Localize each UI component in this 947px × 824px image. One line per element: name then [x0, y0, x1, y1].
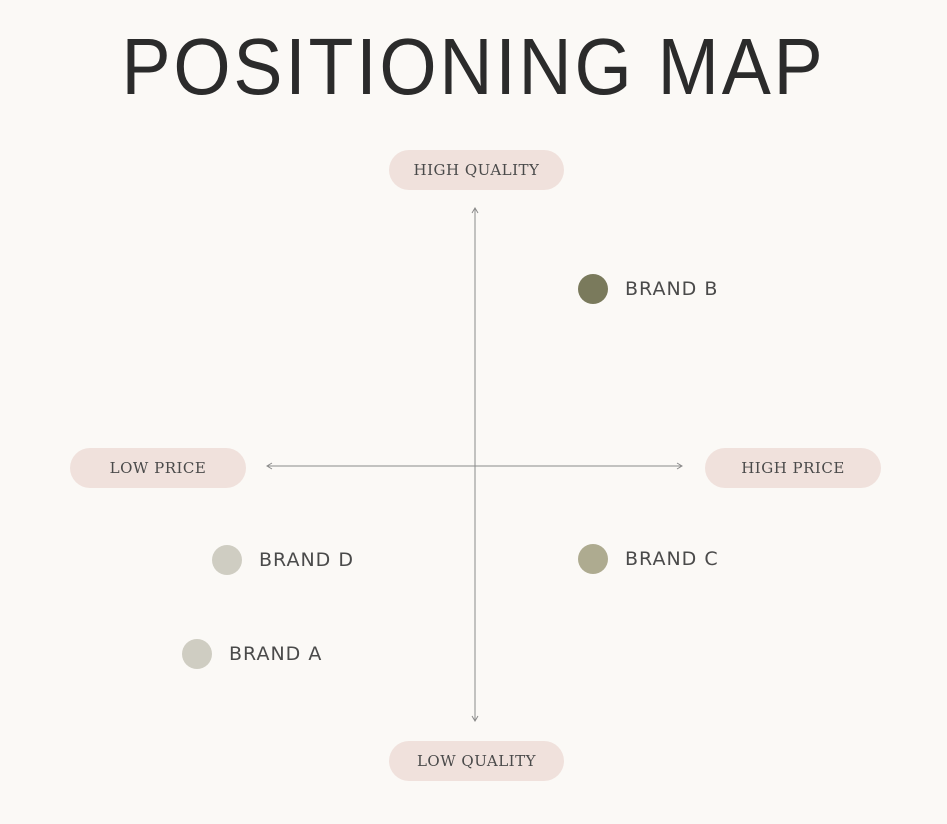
brand-a-label: BRAND A — [229, 643, 323, 665]
axis-label-high-price: HIGH PRICE — [705, 448, 881, 488]
arrow-left-icon — [266, 462, 273, 470]
axis-label-high-price-text: HIGH PRICE — [741, 459, 845, 477]
axis-label-low-price-text: LOW PRICE — [109, 459, 207, 477]
brand-b-label: BRAND B — [625, 278, 719, 300]
axis-label-low-quality: LOW QUALITY — [389, 741, 564, 781]
brand-a-dot — [182, 639, 212, 669]
brand-c-dot — [578, 544, 608, 574]
brand-d-label: BRAND D — [259, 549, 354, 571]
axis-label-low-price: LOW PRICE — [70, 448, 246, 488]
page-title: POSITIONING MAP — [121, 22, 826, 111]
brand-a: BRAND A — [182, 639, 322, 669]
brand-c-label: BRAND C — [625, 548, 719, 570]
brand-d-dot — [212, 545, 242, 575]
brand-d: BRAND D — [212, 545, 354, 575]
axis-label-high-quality: HIGH QUALITY — [389, 150, 564, 190]
arrow-down-icon — [471, 715, 479, 722]
brand-b-dot — [578, 274, 608, 304]
axis-label-high-quality-text: HIGH QUALITY — [413, 161, 540, 179]
arrow-right-icon — [676, 462, 683, 470]
axis-label-low-quality-text: LOW QUALITY — [416, 752, 537, 770]
brand-b: BRAND B — [578, 274, 718, 304]
brand-c: BRAND C — [578, 544, 719, 574]
arrow-up-icon — [471, 207, 479, 214]
